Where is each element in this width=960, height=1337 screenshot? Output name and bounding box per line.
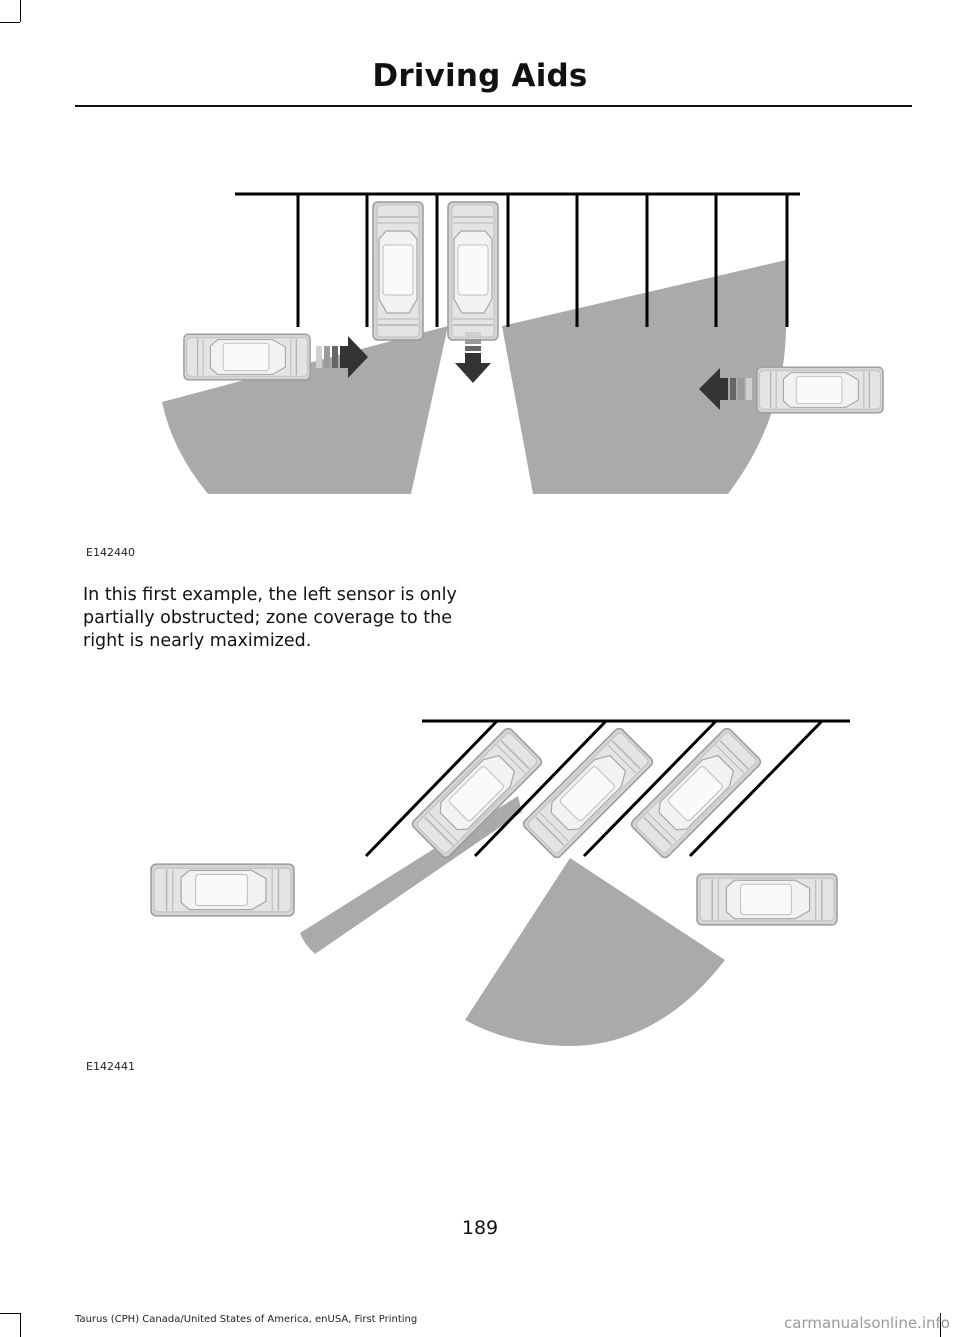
perpendicular-parking-diagram xyxy=(162,192,884,494)
figure-code: E142441 xyxy=(86,1060,135,1073)
footer-text: Taurus (CPH) Canada/United States of Ame… xyxy=(75,1314,418,1325)
passing-car-right xyxy=(696,873,838,926)
header-rule xyxy=(75,105,912,107)
watermark: carmanualsonline.info xyxy=(784,1314,950,1332)
approaching-car-left xyxy=(183,333,311,381)
crop-mark xyxy=(20,0,21,22)
left-sensor-zone xyxy=(162,326,448,494)
crop-mark xyxy=(0,1313,20,1314)
crop-mark xyxy=(940,1313,941,1337)
parked-car xyxy=(520,725,656,861)
page-number: 189 xyxy=(461,1217,499,1239)
parked-car xyxy=(372,201,424,341)
page-title: Driving Aids xyxy=(372,58,588,94)
arrow-right-icon xyxy=(316,336,368,378)
parked-car xyxy=(628,725,764,861)
figure-code: E142440 xyxy=(86,546,135,559)
arrow-left-icon xyxy=(699,368,752,410)
crop-mark xyxy=(20,1313,21,1337)
angled-parking-diagram xyxy=(150,719,850,1046)
arrow-down-icon xyxy=(455,332,491,383)
passing-car-left xyxy=(150,863,295,917)
crop-mark xyxy=(0,22,20,23)
right-sensor-zone xyxy=(502,260,786,494)
right-sensor-zone xyxy=(465,858,725,1046)
left-sensor-zone xyxy=(300,796,522,954)
approaching-car-right xyxy=(756,366,884,414)
body-paragraph: In this first example, the left sensor i… xyxy=(83,585,457,651)
parked-car xyxy=(447,201,499,341)
